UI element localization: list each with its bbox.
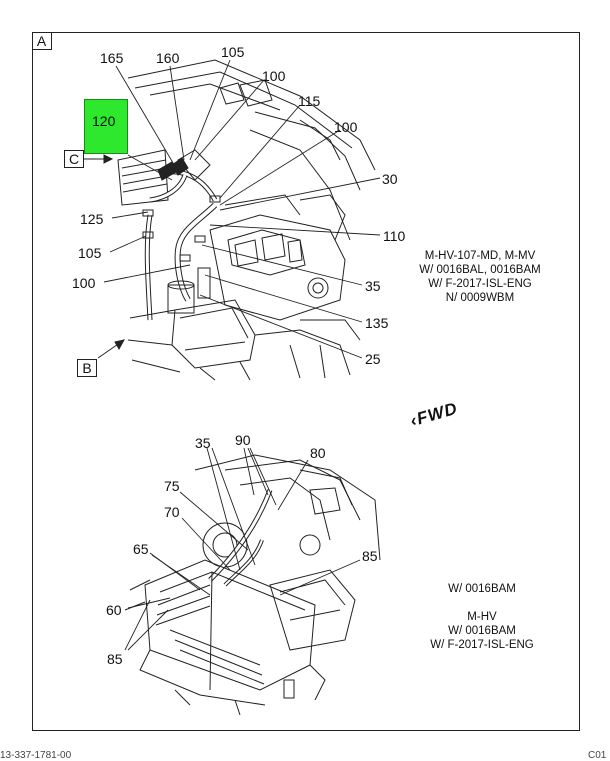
callout-30: 30 [382, 171, 398, 187]
callout-120: 120 [92, 113, 116, 129]
note-bottom-b-line1: M-HV [467, 611, 497, 623]
note-top-line3: W/ F-2017-ISL-ENG [428, 278, 532, 290]
note-bottom-b-line2: W/ 0016BAM [448, 625, 516, 637]
leader-lines-bottom [124, 447, 361, 651]
note-bottom-b-line3: W/ F-2017-ISL-ENG [430, 639, 534, 651]
leader-lines-top [103, 59, 381, 359]
callout-75: 75 [164, 478, 180, 494]
highlight-box-120 [84, 99, 128, 154]
callout-80: 80 [310, 445, 326, 461]
callout-25: 25 [365, 351, 381, 367]
note-top-line1: M-HV-107-MD, M-MV [424, 250, 536, 262]
note-bottom-a: W/ 0016BAM [448, 583, 516, 595]
callout-100-top: 100 [262, 68, 286, 84]
callout-165: 165 [100, 50, 124, 66]
callout-105-top: 105 [221, 44, 245, 60]
note-bottom-b: M-HV W/ 0016BAM W/ F-2017-ISL-ENG [414, 610, 550, 652]
note-top-line2: W/ 0016BAL, 0016BAM [419, 264, 541, 276]
callout-110: 110 [383, 228, 406, 244]
callout-85-right: 85 [362, 548, 378, 564]
callout-115: 115 [298, 93, 321, 109]
bottom-engine-art [124, 454, 381, 716]
footer-page-code: C01 [588, 750, 607, 761]
sheet-label: A [32, 32, 52, 50]
callout-70: 70 [164, 504, 180, 520]
note-top: M-HV-107-MD, M-MV W/ 0016BAL, 0016BAM W/… [418, 249, 542, 305]
callout-60: 60 [106, 602, 122, 618]
callout-65: 65 [133, 541, 149, 557]
ref-box-b: B [77, 359, 97, 377]
callout-100-mid: 100 [334, 119, 358, 135]
note-top-line4: N/ 0009WBM [445, 292, 515, 304]
callout-35-bottom: 35 [195, 435, 211, 451]
ref-box-c: C [64, 150, 84, 168]
callout-135: 135 [365, 315, 389, 331]
footer-part-number: 13-337-1781-00 [0, 750, 72, 761]
callout-100-left: 100 [72, 275, 96, 291]
callout-125: 125 [80, 211, 104, 227]
callout-85-left: 85 [107, 651, 123, 667]
top-engine-art [117, 59, 376, 381]
callout-90: 90 [235, 432, 251, 448]
callout-35-top: 35 [365, 278, 381, 294]
drawing-frame [32, 32, 580, 731]
callout-160: 160 [156, 50, 180, 66]
callout-105-left: 105 [78, 245, 102, 261]
